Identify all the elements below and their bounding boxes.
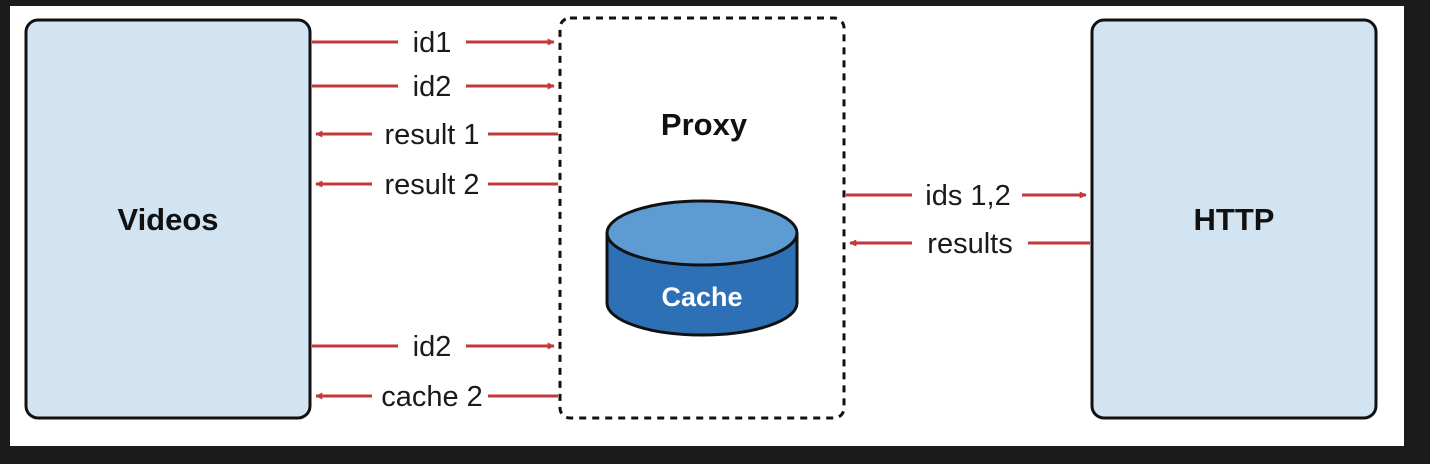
arrow-label-id2-first: id2 [413,71,452,103]
arrow-result2: result 2 [315,169,558,201]
arrow-ids12: ids 1,2 [846,180,1087,212]
proxy-label: Proxy [661,107,748,142]
arrow-label-id1: id1 [413,27,452,59]
cache-cylinder-top [605,199,799,267]
http-node: HTTP [1090,18,1378,420]
videos-label: Videos [117,202,218,237]
http-label: HTTP [1194,202,1275,237]
videos-node: Videos [24,18,312,420]
arrow-label-result1: result 1 [384,119,479,151]
http-box [1090,18,1378,420]
arrow-id1: id1 [312,27,555,59]
arrow-label-result2: result 2 [384,169,479,201]
videos-box [24,18,312,420]
arrow-results: results [849,228,1090,260]
arrow-result1: result 1 [315,119,558,151]
arrow-id2-second: id2 [312,331,555,363]
cache-label: Cache [661,282,742,312]
arrow-label-cache2: cache 2 [381,381,483,413]
arrow-id2-first: id2 [312,71,555,103]
arrow-cache2: cache 2 [315,381,558,413]
arrow-label-ids12: ids 1,2 [925,180,1010,212]
proxy-box [558,16,846,420]
proxy-node: Proxy [558,16,846,420]
cache-cylinder: Cache [605,199,799,337]
arrow-label-results: results [927,228,1012,260]
arrow-label-id2-second: id2 [413,331,452,363]
